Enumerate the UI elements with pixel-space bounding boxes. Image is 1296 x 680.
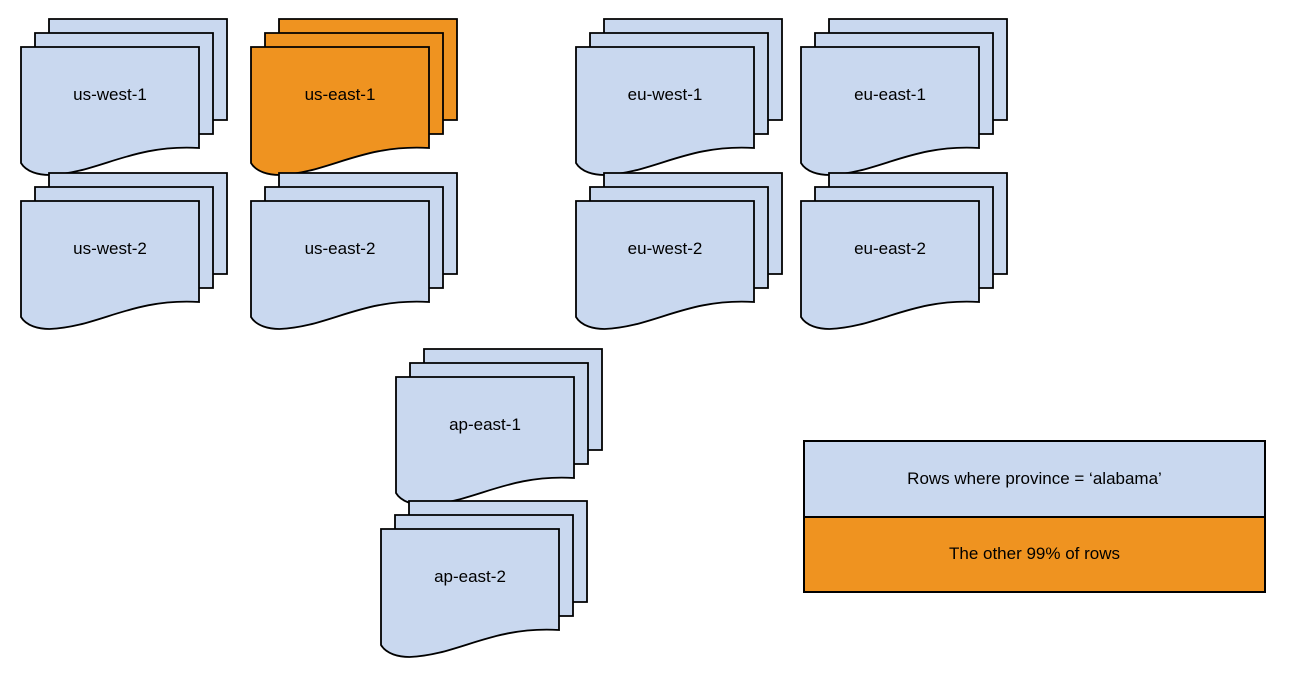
legend-label: The other 99% of rows [948, 544, 1121, 564]
document-stack-ap-east-2[interactable]: ap-east-2 [380, 500, 590, 662]
document-stack-shape [20, 18, 228, 176]
document-stack-shape [250, 18, 458, 176]
document-front-sheet [20, 46, 200, 176]
document-stack-us-east-2[interactable]: us-east-2 [250, 172, 460, 334]
document-front-sheet [20, 200, 200, 330]
document-stack-shape [250, 172, 458, 330]
document-stack-shape [575, 172, 783, 330]
document-stack-us-east-1[interactable]: us-east-1 [250, 18, 460, 180]
document-stack-shape [395, 348, 603, 506]
document-front-sheet [800, 46, 980, 176]
document-front-sheet [575, 46, 755, 176]
legend-row-blue: Rows where province = ‘alabama’ [805, 442, 1264, 518]
document-front-sheet [250, 46, 430, 176]
document-front-sheet [800, 200, 980, 330]
document-front-sheet [380, 528, 560, 658]
legend: Rows where province = ‘alabama’ The other… [803, 440, 1266, 593]
document-front-sheet [575, 200, 755, 330]
document-stack-shape [20, 172, 228, 330]
legend-label: Rows where province = ‘alabama’ [907, 468, 1162, 488]
document-stack-eu-west-1[interactable]: eu-west-1 [575, 18, 785, 180]
document-stack-us-west-1[interactable]: us-west-1 [20, 18, 230, 180]
document-stack-shape [800, 18, 1008, 176]
document-stack-shape [575, 18, 783, 176]
document-front-sheet [250, 200, 430, 330]
document-stack-eu-east-1[interactable]: eu-east-1 [800, 18, 1010, 180]
document-stack-us-west-2[interactable]: us-west-2 [20, 172, 230, 334]
document-stack-shape [380, 500, 588, 658]
document-stack-shape [800, 172, 1008, 330]
document-front-sheet [395, 376, 575, 506]
document-stack-ap-east-1[interactable]: ap-east-1 [395, 348, 605, 510]
document-stack-eu-west-2[interactable]: eu-west-2 [575, 172, 785, 334]
document-stack-eu-east-2[interactable]: eu-east-2 [800, 172, 1010, 334]
legend-row-orange: The other 99% of rows [805, 517, 1264, 591]
